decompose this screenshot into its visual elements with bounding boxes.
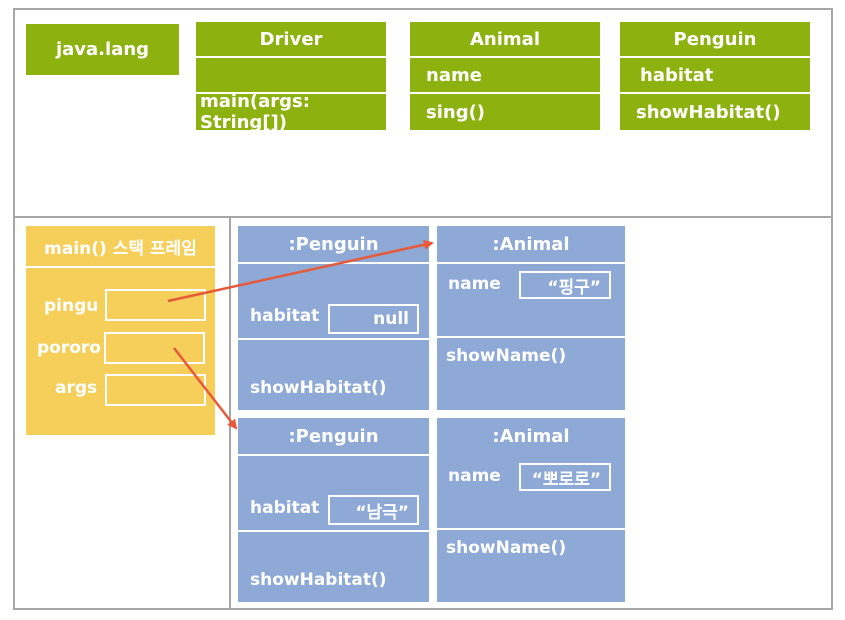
heap-animal-2: :Animal name “뽀로로” showName()	[437, 418, 625, 602]
var-slot-pororo	[104, 332, 205, 364]
method-label: showHabitat()	[250, 378, 387, 398]
class-name: Penguin	[673, 28, 757, 50]
var-slot-args	[105, 374, 206, 406]
class-method: sing()	[426, 101, 486, 123]
class-field: habitat	[640, 64, 714, 86]
heap-penguin-1: :Penguin habitat null showHabitat()	[238, 226, 429, 410]
method-label: showHabitat()	[250, 570, 387, 590]
field-value-box: null	[328, 304, 419, 334]
method-label: showName()	[446, 346, 567, 366]
class-method: main(args: String[])	[200, 91, 310, 133]
field-value-box: “핑구”	[519, 271, 611, 299]
main-stack-frame: main() 스택 프레임 pingu pororo args	[26, 226, 215, 435]
package-label: java.lang	[55, 39, 150, 60]
object-title: :Penguin	[288, 425, 379, 447]
var-label-args: args	[55, 378, 98, 398]
package-java-lang: java.lang	[26, 24, 179, 75]
field-label: name	[448, 274, 501, 294]
field-label: name	[448, 466, 501, 486]
class-field	[196, 58, 386, 92]
stack-frame-divider	[26, 266, 215, 268]
field-label: habitat	[250, 306, 320, 326]
method-label: showName()	[446, 538, 567, 558]
field-value-box: “남극”	[328, 495, 419, 525]
object-title: :Animal	[492, 425, 570, 447]
heap-penguin-2: :Penguin habitat “남극” showHabitat()	[238, 418, 429, 602]
class-driver: Driver main(args: String[])	[196, 22, 386, 133]
var-label-pororo: pororo	[37, 338, 101, 358]
class-name: Animal	[470, 28, 540, 50]
object-title: :Animal	[492, 233, 570, 255]
var-label-pingu: pingu	[44, 296, 99, 316]
heap-animal-1: :Animal name “핑구” showName()	[437, 226, 625, 410]
field-label: habitat	[250, 498, 320, 518]
field-value-box: “뽀로로”	[519, 463, 611, 491]
class-animal: Animal name sing()	[410, 22, 600, 130]
class-name: Driver	[259, 28, 323, 50]
object-title: :Penguin	[288, 233, 379, 255]
var-slot-pingu	[105, 289, 206, 321]
class-penguin: Penguin habitat showHabitat()	[620, 22, 810, 130]
class-method: showHabitat()	[636, 101, 781, 123]
stack-frame-title: main() 스택 프레임	[44, 238, 197, 259]
class-field: name	[426, 64, 482, 86]
